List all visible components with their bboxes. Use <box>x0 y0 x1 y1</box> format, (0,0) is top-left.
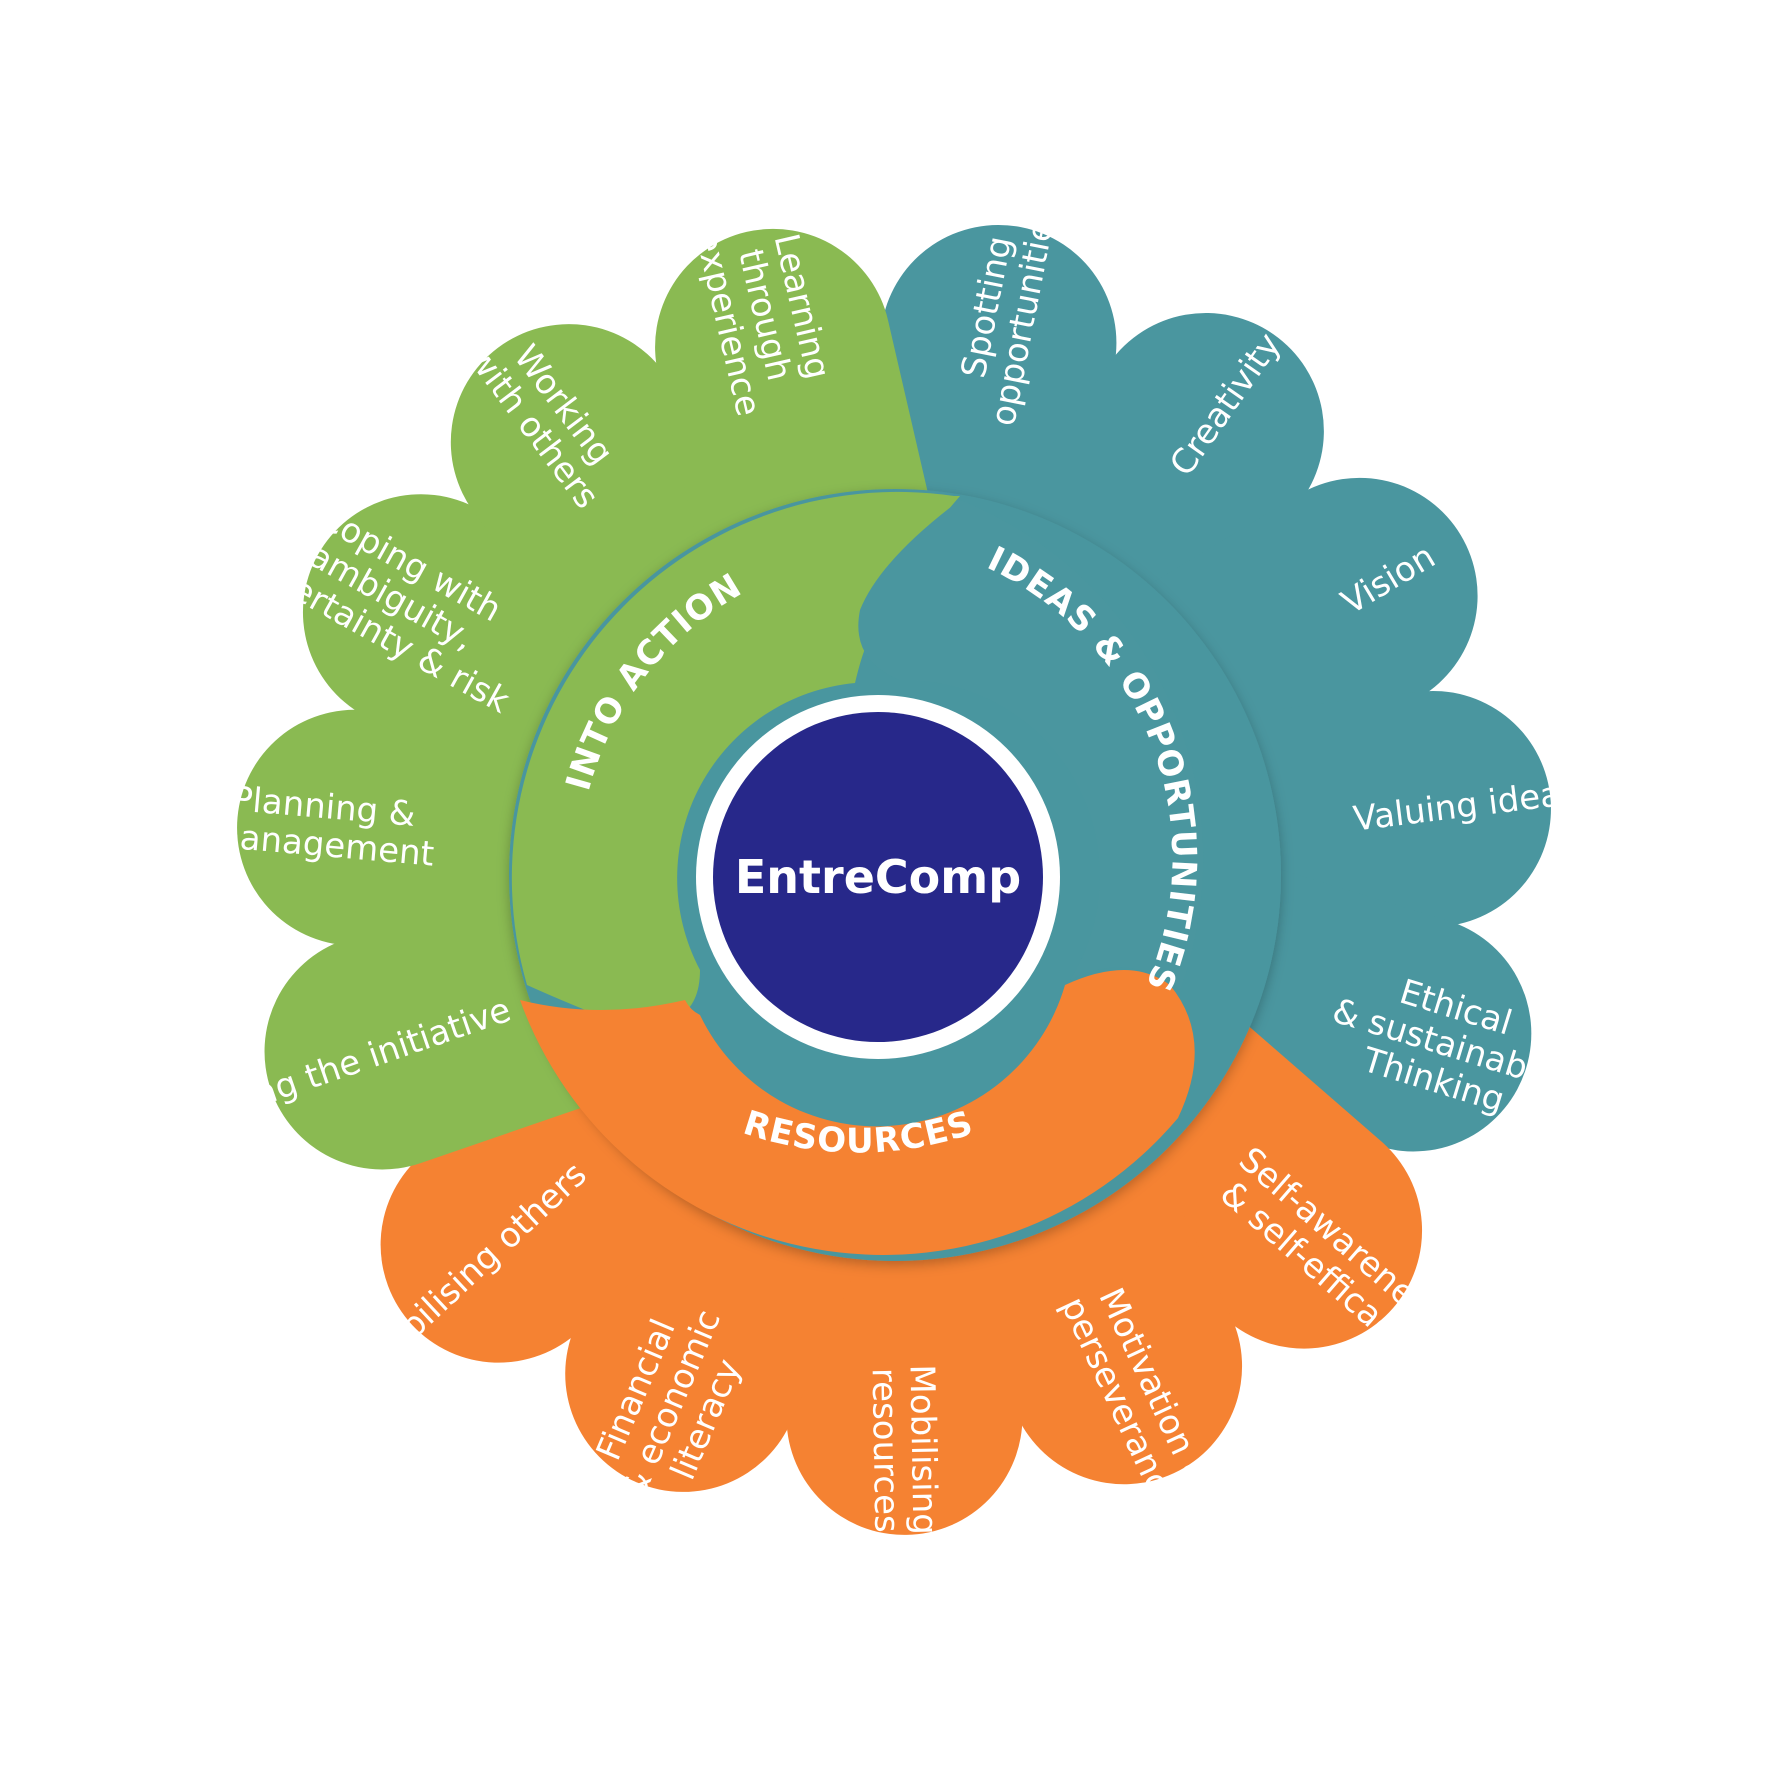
ring-resources-area <box>520 970 1195 1255</box>
competence-label-line: resources <box>864 1368 907 1533</box>
competence-label: Mobilisingresources <box>864 1364 945 1536</box>
center-circle <box>713 712 1043 1042</box>
competence-label-line: Mobilising <box>902 1364 945 1535</box>
competence-label: Planning &management <box>205 777 439 875</box>
center-label: EntreComp <box>735 850 1021 904</box>
competence-label: Learningthroughexperience <box>687 210 842 420</box>
ring-action-area <box>511 491 960 1025</box>
ring-ideas-lobe <box>858 500 1204 990</box>
